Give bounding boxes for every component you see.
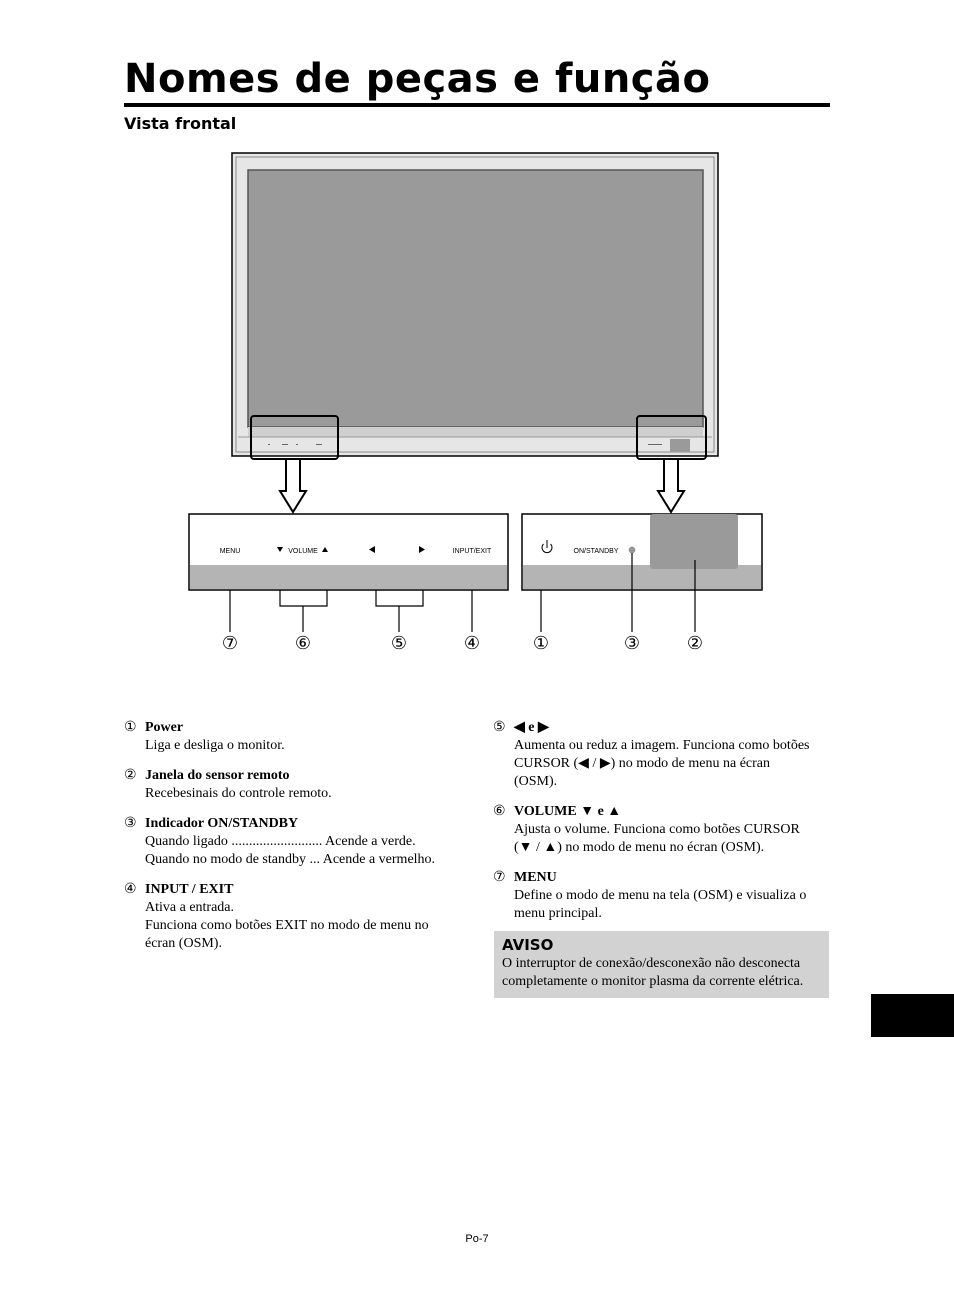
item-title: INPUT / EXIT [145,882,234,897]
warning-text: completamente o monitor plasma da corren… [502,974,804,989]
monitor-illustration [231,152,719,460]
callout-1: ① [533,633,549,654]
list-item: ③ Indicador ON/STANDBY Quando ligado ...… [124,815,464,869]
left-arrow-icon [369,546,375,553]
on-standby-label: ON/STANDBY [574,548,619,555]
item-text: écran (OSM). [145,936,222,951]
item-title: MENU [514,870,557,885]
item-title: Indicador ON/STANDBY [145,816,299,831]
zoom-arrows [278,458,686,514]
title-rule [124,103,830,107]
volume-down-icon [277,547,283,552]
menu-label: MENU [220,548,241,555]
item-text: Define o modo de menu na tela (OSM) e vi… [514,888,807,903]
page-title: Nomes de peças e função [124,56,711,102]
callout-2: ② [687,633,703,654]
right-arrow-icon [419,546,425,553]
remote-sensor-window [650,514,738,569]
callout-5: ⑤ [391,633,407,654]
item-text: Ajusta o volume. Funciona como botões CU… [514,822,800,837]
item-number: ① [124,720,137,735]
item-number: ③ [124,816,137,831]
list-item: ② Janela do sensor remoto Recebesinais d… [124,767,464,803]
item-number: ② [124,768,137,783]
callout-3: ③ [624,633,640,654]
item-title: Janela do sensor remoto [145,768,290,783]
input-exit-label: INPUT/EXIT [453,548,492,555]
callout-leaders [229,553,696,632]
warning-title: AVISO [502,936,554,954]
warning-text: O interruptor de conexão/desconexão não … [502,956,801,971]
item-text: (OSM). [514,774,558,789]
item-text: Funciona como botões EXIT no modo de men… [145,918,429,933]
item-text: Recebesinais do controle remoto. [145,786,332,801]
left-control-panel: MENU VOLUME INPUT/EXIT [188,513,509,591]
item-text: Quando ligado ..........................… [145,834,416,849]
item-title: ◀ e ▶ [514,720,549,735]
item-number: ⑥ [493,804,506,819]
list-item: ① Power Liga e desliga o monitor. [124,719,464,755]
callout-7: ⑦ [222,633,238,654]
volume-label: VOLUME [288,548,318,555]
parts-list-left: ① Power Liga e desliga o monitor. ② Jane… [124,719,464,965]
volume-up-icon [322,547,328,552]
list-item: ⑤ ◀ e ▶ Aumenta ou reduz a imagem. Funci… [493,719,833,791]
power-icon [541,540,553,553]
item-number: ④ [124,882,137,897]
item-text: Ativa a entrada. [145,900,235,915]
list-item: ⑥ VOLUME ▼ e ▲ Ajusta o volume. Funciona… [493,803,833,857]
item-number: ⑤ [493,720,506,735]
item-text: Liga e desliga o monitor. [145,738,285,753]
standby-indicator [628,546,636,554]
callout-4: ④ [464,633,480,654]
callout-6: ⑥ [295,633,311,654]
item-text: Aumenta ou reduz a imagem. Funciona como… [514,738,810,753]
section-subtitle: Vista frontal [124,114,237,133]
list-item: ⑦ MENU Define o modo de menu na tela (OS… [493,869,833,923]
item-number: ⑦ [493,870,506,885]
item-text: Quando no modo de standby ... Acende a v… [145,852,436,867]
parts-list-right: ⑤ ◀ e ▶ Aumenta ou reduz a imagem. Funci… [493,719,833,935]
warning-box: AVISO O interruptor de conexão/desconexã… [494,931,829,998]
front-view-diagram: MENU VOLUME INPUT/EXIT ON/STANDBY ⑦ ⑥ [188,152,763,654]
item-text: (▼ / ▲) no modo de menu no écran (OSM). [514,840,765,855]
item-title: VOLUME ▼ e ▲ [514,804,622,819]
item-title: Power [145,720,184,735]
list-item: ④ INPUT / EXIT Ativa a entrada. Funciona… [124,881,464,953]
item-text: CURSOR (◀ / ▶) no modo de menu na écran [514,756,770,771]
page-number: Po-7 [465,1233,489,1245]
item-text: menu principal. [514,906,602,921]
right-control-panel: ON/STANDBY [521,513,763,591]
section-tab-marker [871,994,954,1037]
